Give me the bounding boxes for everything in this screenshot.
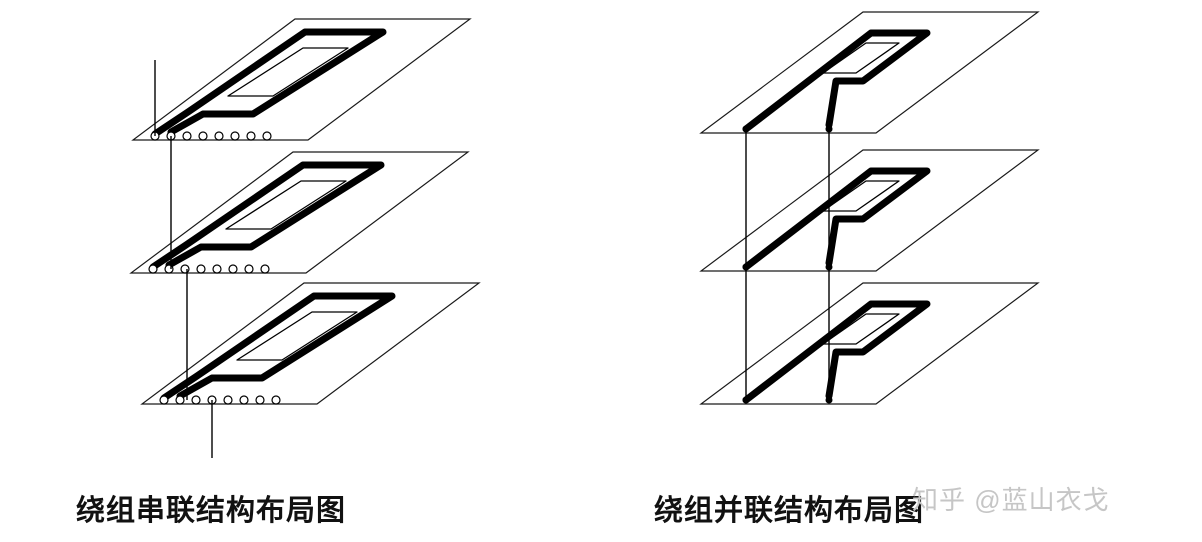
zhihu-watermark: 知乎 @蓝山衣戈 [912, 485, 1110, 515]
parallel-diagram [701, 12, 1038, 404]
parallel-layer-3 [701, 283, 1038, 404]
parallel-diagram-caption: 绕组并联结构布局图 [654, 495, 925, 527]
series-diagram-caption: 绕组串联结构布局图 [76, 495, 347, 527]
parallel-layer-1 [701, 12, 1038, 133]
series-layer-2 [131, 152, 468, 273]
series-layer-1 [133, 19, 470, 140]
series-diagram [131, 19, 479, 458]
series-layer-3 [142, 283, 479, 404]
parallel-layer-2 [701, 150, 1038, 271]
